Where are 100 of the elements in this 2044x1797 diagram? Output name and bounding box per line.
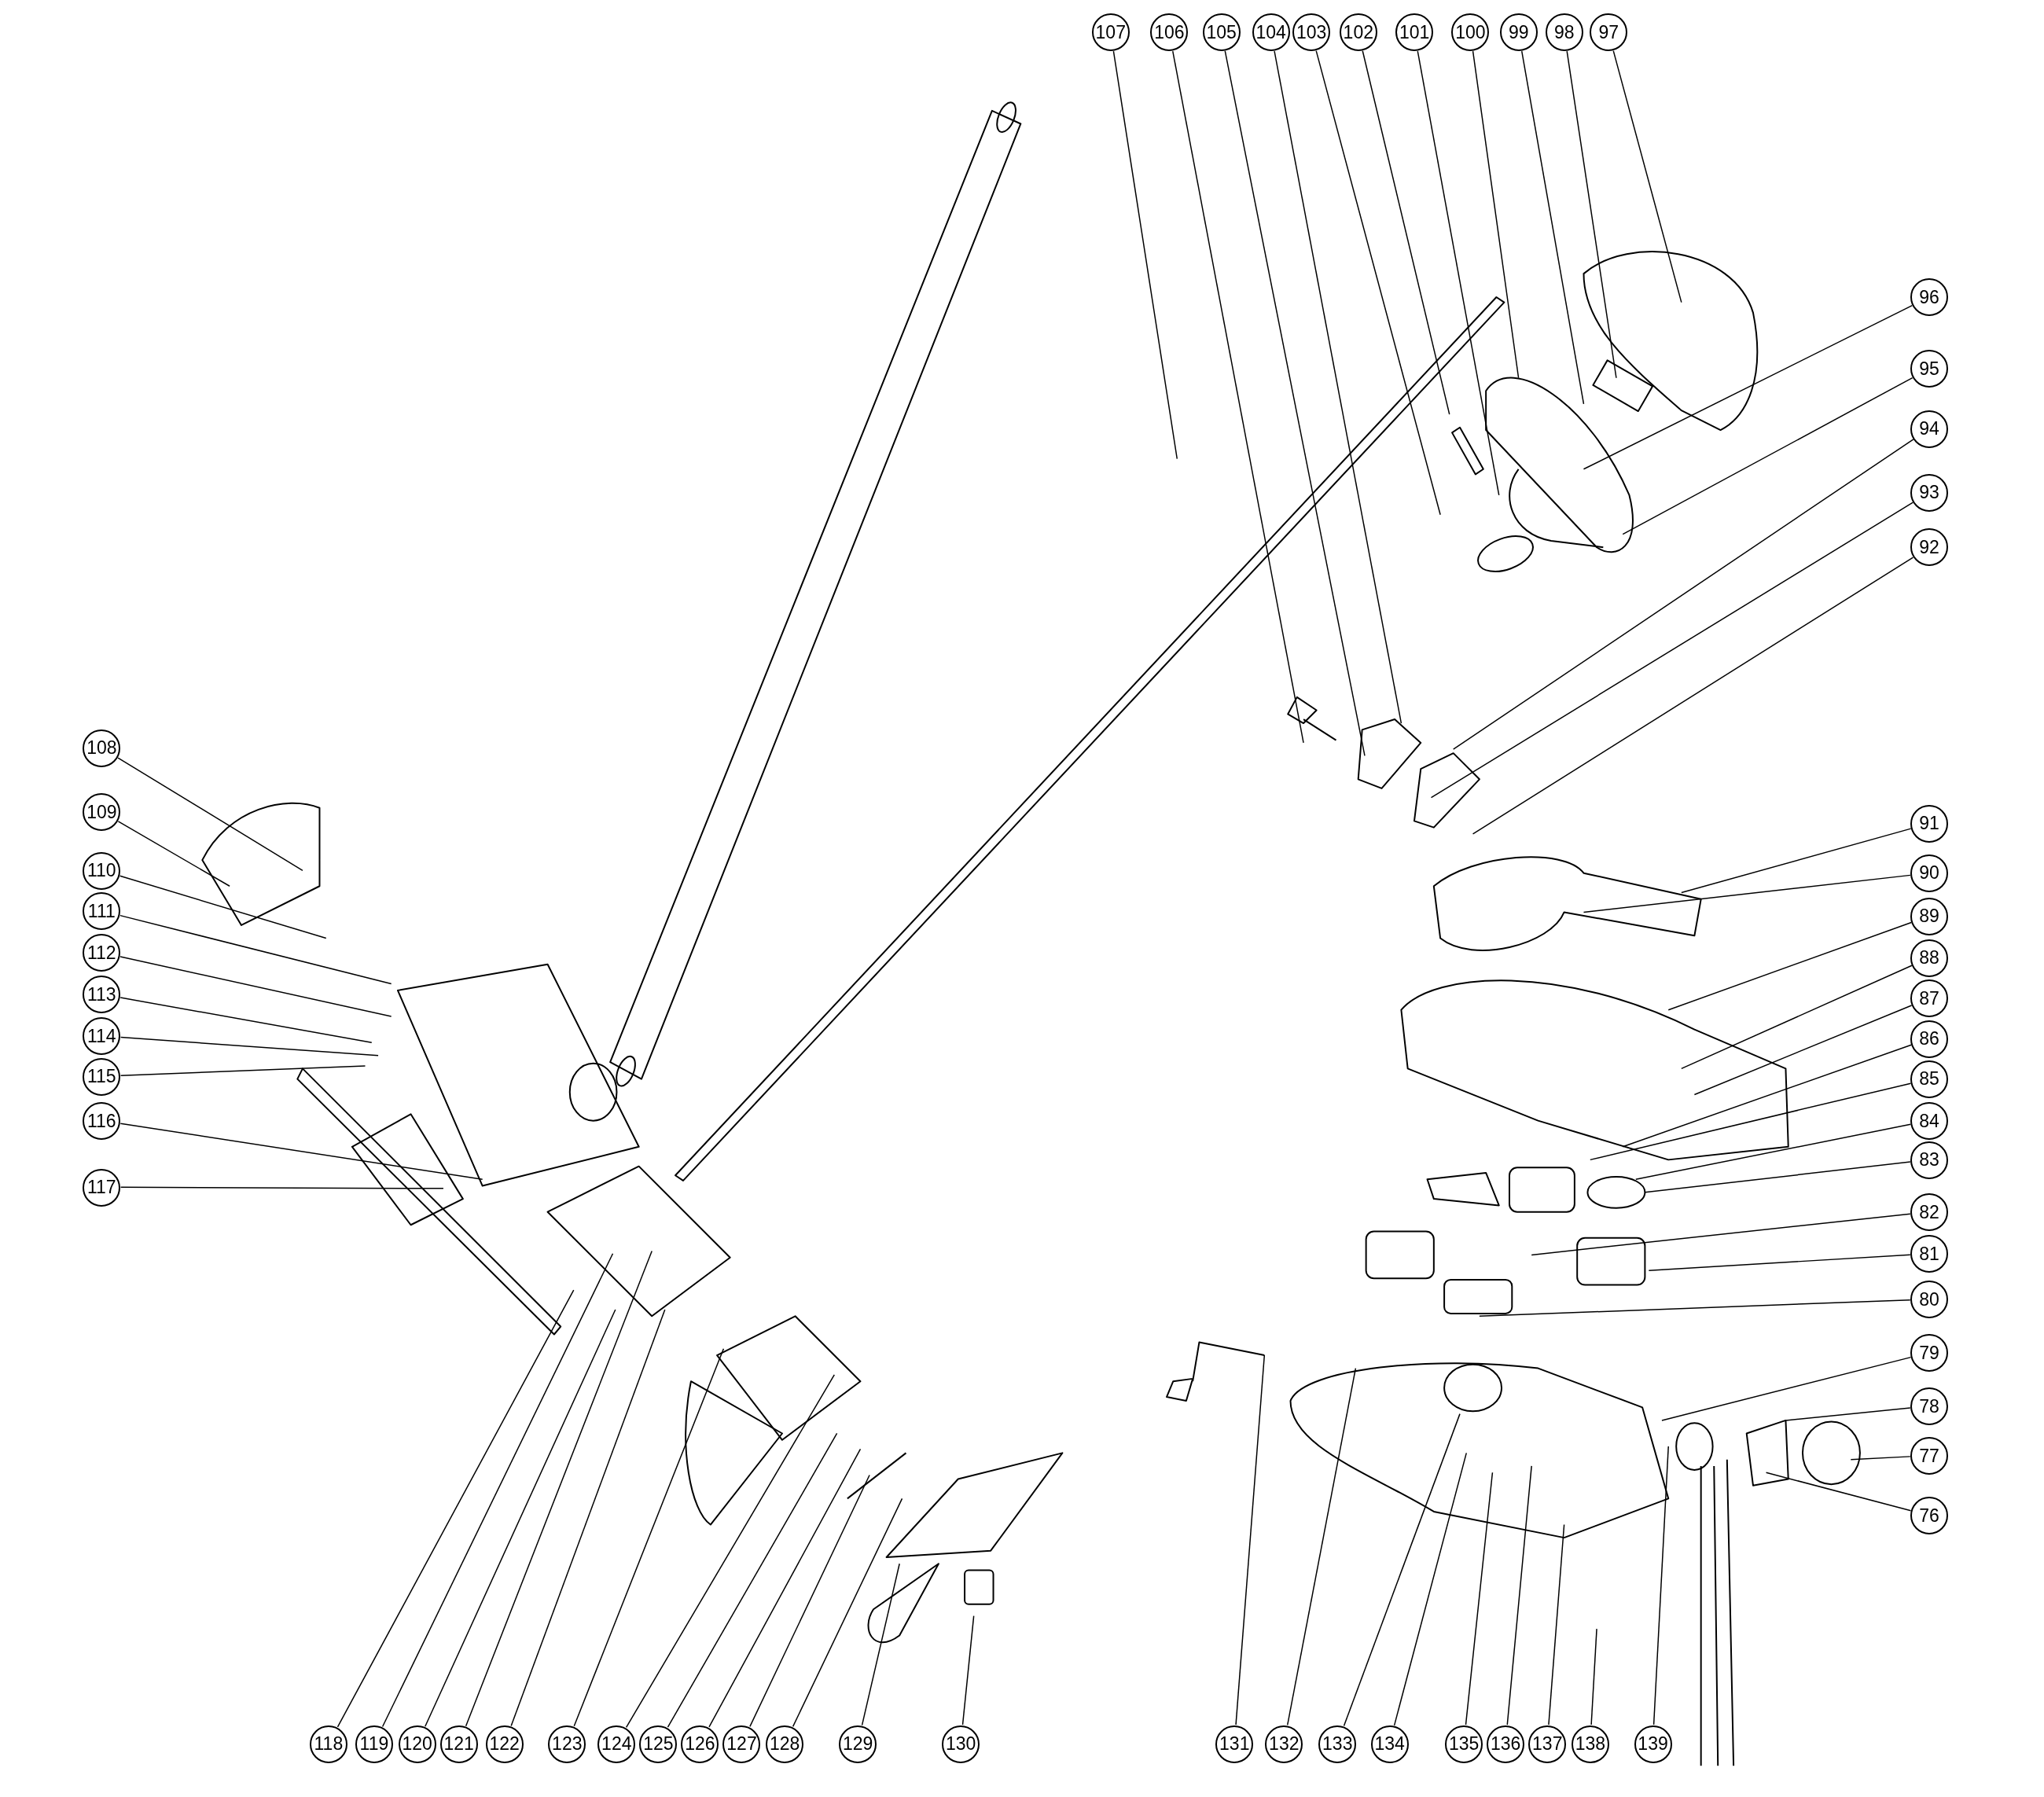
leader-line bbox=[119, 997, 373, 1043]
callout-number: 115 bbox=[87, 1068, 116, 1086]
leader-line bbox=[1235, 1354, 1266, 1725]
callout-number: 130 bbox=[945, 1735, 976, 1754]
callout-number: 116 bbox=[87, 1112, 116, 1130]
leader-line bbox=[119, 914, 392, 985]
callout-circle bbox=[548, 1725, 586, 1763]
leader-line bbox=[749, 1474, 870, 1728]
leader-line bbox=[1472, 50, 1520, 379]
callout-number: 123 bbox=[552, 1735, 583, 1754]
leader-line bbox=[425, 1309, 616, 1727]
callout-number: 119 bbox=[359, 1735, 389, 1754]
leader-line bbox=[1531, 1213, 1911, 1256]
callout-circle bbox=[309, 1725, 347, 1763]
callout-circle bbox=[398, 1725, 436, 1763]
callout-number: 120 bbox=[402, 1735, 432, 1754]
callout-number: 87 bbox=[1919, 989, 1939, 1008]
leader-line bbox=[1224, 50, 1366, 757]
leader-line bbox=[1172, 50, 1304, 744]
leader-line bbox=[1590, 1082, 1912, 1161]
callout-number: 107 bbox=[1095, 23, 1126, 42]
callout-number: 125 bbox=[643, 1735, 674, 1754]
leader-line bbox=[119, 1123, 483, 1180]
leader-line bbox=[465, 1250, 653, 1727]
callout-number: 98 bbox=[1554, 23, 1575, 42]
callout-number: 91 bbox=[1919, 814, 1939, 833]
callout-number: 78 bbox=[1919, 1397, 1939, 1416]
leader-line bbox=[1850, 1456, 1911, 1461]
leader-line bbox=[792, 1498, 903, 1728]
leader-line bbox=[1465, 1472, 1494, 1725]
callout-number: 105 bbox=[1206, 23, 1237, 42]
leader-line bbox=[1566, 50, 1617, 379]
leader-line bbox=[1583, 874, 1911, 913]
leader-line bbox=[1452, 439, 1914, 750]
callout-number: 92 bbox=[1919, 538, 1939, 557]
leader-line bbox=[1681, 828, 1912, 894]
callout-circle bbox=[1910, 1102, 1949, 1140]
callout-number: 127 bbox=[726, 1735, 757, 1754]
callout-number: 117 bbox=[87, 1178, 116, 1197]
callout-number: 114 bbox=[87, 1027, 116, 1045]
callout-number: 118 bbox=[314, 1735, 344, 1754]
leader-line bbox=[1315, 50, 1441, 516]
leader-line bbox=[1521, 50, 1585, 405]
leader-line bbox=[1417, 50, 1500, 496]
callout-number: 82 bbox=[1919, 1203, 1939, 1222]
callout-number: 93 bbox=[1919, 483, 1939, 502]
leader-line bbox=[510, 1309, 666, 1727]
callout-number: 99 bbox=[1508, 23, 1529, 42]
callout-number: 106 bbox=[1154, 23, 1185, 42]
callout-number: 138 bbox=[1575, 1735, 1606, 1754]
callout-number: 94 bbox=[1919, 420, 1939, 439]
callout-number: 83 bbox=[1919, 1151, 1939, 1170]
callout-number: 79 bbox=[1919, 1343, 1939, 1362]
leader-line bbox=[1648, 1254, 1911, 1272]
leader-line bbox=[119, 956, 392, 1017]
leader-line bbox=[1622, 377, 1913, 535]
callout-number: 136 bbox=[1491, 1735, 1521, 1754]
callout-number: 109 bbox=[86, 803, 117, 821]
callout-number: 110 bbox=[87, 862, 116, 880]
callout-number: 101 bbox=[1399, 23, 1430, 42]
callout-circle bbox=[639, 1725, 678, 1763]
leader-line bbox=[117, 821, 230, 887]
callout-number: 128 bbox=[770, 1735, 800, 1754]
callout-circle bbox=[83, 729, 121, 767]
callout-number: 108 bbox=[86, 739, 117, 758]
callout-number: 84 bbox=[1919, 1112, 1939, 1130]
leader-line bbox=[1343, 1413, 1461, 1727]
leader-line bbox=[1590, 1628, 1597, 1725]
callout-number: 85 bbox=[1919, 1070, 1939, 1089]
leader-line bbox=[573, 1348, 725, 1727]
leader-line bbox=[117, 757, 303, 872]
leader-line bbox=[1785, 1407, 1911, 1421]
callout-number: 103 bbox=[1296, 23, 1327, 42]
callout-number: 100 bbox=[1455, 23, 1486, 42]
callout-number: 134 bbox=[1374, 1735, 1405, 1754]
leader-line bbox=[1693, 1005, 1913, 1096]
callout-number: 88 bbox=[1919, 949, 1939, 968]
leader-line bbox=[1661, 1356, 1912, 1421]
callout-number: 86 bbox=[1919, 1030, 1939, 1049]
leader-line bbox=[961, 1615, 975, 1725]
callout-number: 113 bbox=[87, 985, 116, 1004]
leader-line bbox=[1652, 1446, 1669, 1725]
callout-number: 96 bbox=[1919, 288, 1939, 307]
callout-circle bbox=[83, 793, 121, 832]
leader-line bbox=[1274, 50, 1402, 724]
leader-line bbox=[1548, 1523, 1565, 1725]
leader-line bbox=[119, 875, 327, 939]
callout-number: 90 bbox=[1919, 864, 1939, 883]
leader-line bbox=[1479, 1299, 1911, 1317]
leader-line bbox=[1612, 50, 1682, 303]
leader-line bbox=[1506, 1465, 1532, 1725]
callout-number: 131 bbox=[1219, 1735, 1250, 1754]
callout-circle bbox=[766, 1725, 804, 1763]
leader-line bbox=[1286, 1367, 1357, 1726]
callout-circle bbox=[597, 1725, 636, 1763]
callout-number: 121 bbox=[443, 1735, 474, 1754]
leader-line bbox=[1644, 1161, 1911, 1193]
callout-number: 139 bbox=[1638, 1735, 1668, 1754]
callout-number: 95 bbox=[1919, 359, 1939, 378]
leader-line bbox=[1622, 1044, 1912, 1148]
